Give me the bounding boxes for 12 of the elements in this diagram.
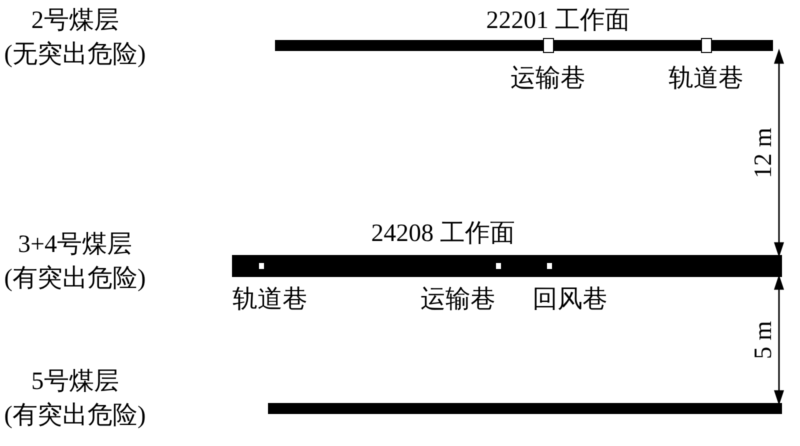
seam-heading: 24208 工作面 [371,219,515,249]
dimension-label: 5 m [749,320,778,360]
seam-name: 5号煤层 (有突出危险) [3,367,147,431]
seam-name: 3+4号煤层 (有突出危险) [3,230,147,294]
seam-name: 2号煤层 (无突出危险) [3,6,147,70]
dimension-label: 12 m [749,128,778,178]
roadway-label: 运输巷 [420,285,496,315]
roadway-label: 轨道巷 [232,285,308,315]
roadway-label: 轨道巷 [668,64,744,94]
roadway-label: 回风巷 [532,285,608,315]
seam-heading: 22201 工作面 [486,6,630,36]
roadway-label: 运输巷 [510,64,586,94]
